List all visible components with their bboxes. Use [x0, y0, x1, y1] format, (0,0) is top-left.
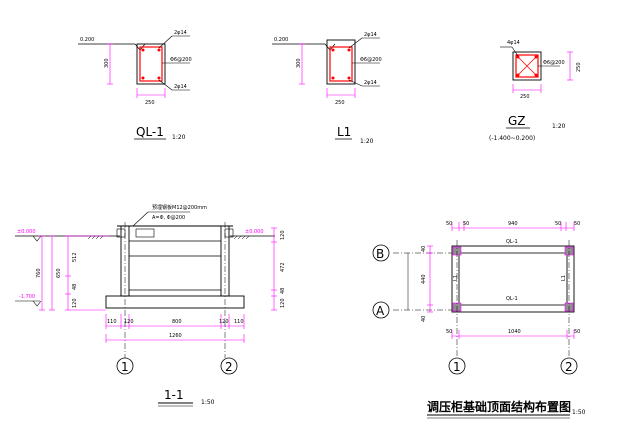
section-label: 1-1 [164, 388, 184, 402]
l1-stirrup: Φ6@200 [360, 57, 382, 63]
section-note-line2: A=Φ, Φ@200 [152, 215, 185, 221]
gz-scale: 1:20 [552, 123, 566, 130]
l1-stirrup-rebar [329, 46, 353, 82]
l1-top-rebar: 2φ14 [364, 32, 377, 38]
plan-bdim-a: 50 [446, 329, 452, 335]
section-axis-2: 2 [225, 360, 233, 374]
plan-ldim-a: 40 [421, 246, 427, 252]
l1-bottom-rebar: 2φ14 [364, 80, 377, 86]
plan-beam-top: QL-1 [506, 239, 518, 245]
l1-detail: 0.200 2φ14 Φ6@200 2φ14 300 250 L1 1:20 [272, 32, 382, 145]
ql1-width: 250 [145, 100, 155, 106]
ql1-stirrup-rebar [139, 46, 163, 82]
gz-label: GZ [508, 114, 526, 128]
ql1-bottom-rebar: 2φ14 [174, 84, 187, 90]
gz-height: 250 [576, 62, 582, 72]
ql1-label: QL-1 [136, 125, 164, 139]
l1-height: 300 [296, 58, 302, 68]
ql1-height: 300 [104, 58, 110, 68]
plan-tdim-d: 50 [555, 221, 561, 227]
gz-stirrup: Φ6@200 [543, 60, 565, 66]
section-dim-gap: 48 [72, 284, 78, 290]
plan-tdim-e: 50 [574, 221, 580, 227]
section-axis-1: 1 [121, 360, 129, 374]
section-bdim-c: 800 [172, 319, 182, 325]
plan-ldim-c: 40 [421, 316, 427, 322]
plan-beam-bottom: QL-1 [506, 296, 518, 302]
plan-axis-b: B [376, 247, 384, 261]
section-dim-mid: 512 [72, 252, 78, 262]
ql1-stirrup: Φ6@200 [170, 57, 192, 63]
l1-label: L1 [337, 125, 351, 139]
section-bdim-total: 1260 [169, 333, 182, 339]
section-rdim-top: 120 [280, 230, 286, 240]
plan-beam-right: L1 [561, 275, 567, 281]
ql1-detail: 0.200 2φ14 Φ6@200 2φ14 300 250 QL-1 1:20 [78, 30, 192, 141]
section-bdim-d: 120 [219, 319, 229, 325]
plan-scale: 1:50 [572, 409, 586, 416]
section-rdim-base: 120 [280, 298, 286, 308]
gz-detail: 4φ14 Φ6@200 250 250 GZ 1:20 (-1.400~0.20… [489, 40, 582, 142]
plan-bdim-c: 50 [574, 329, 580, 335]
plan-tdim-c: 940 [508, 221, 518, 227]
plan-axis-1: 1 [453, 360, 461, 374]
l1-scale: 1:20 [360, 138, 374, 145]
section-scale: 1:50 [201, 399, 215, 406]
section-bdim-b: 120 [124, 319, 134, 325]
section-rdim-mid: 472 [280, 262, 286, 272]
plan-beam-left: L1 [453, 275, 459, 281]
plan-ldim-b: 440 [421, 274, 427, 284]
section-bdim-e: 110 [234, 319, 244, 325]
foundation-plan: 50 50 940 50 50 QL-1 QL-1 L1 L1 B A [372, 221, 586, 419]
ql1-scale: 1:20 [172, 134, 186, 141]
gz-range: (-1.400~0.200) [489, 135, 535, 142]
plan-axis-a: A [376, 304, 385, 318]
section-note-line1: 预埋钢板M12@200mm [152, 204, 207, 211]
section-rdim-gap: 48 [280, 288, 286, 294]
section-dim-upper: 650 [56, 268, 62, 278]
plan-bdim-b: 1040 [508, 329, 521, 335]
ql1-level: 0.200 [80, 37, 94, 43]
l1-level: 0.200 [274, 37, 288, 43]
section-1-1: ±0.000 ±0.000 -1.700 预埋钢板M12@200mm A=Φ, … [15, 204, 286, 407]
section-level-top: ±0.000 [17, 229, 36, 235]
plan-tdim-b: 50 [463, 221, 469, 227]
section-level-bottom: -1.700 [19, 294, 35, 300]
l1-width: 250 [335, 100, 345, 106]
plan-title: 调压柜基础顶面结构布置图 [427, 399, 571, 414]
section-dim-total: 760 [36, 268, 42, 278]
plan-tdim-a: 50 [446, 221, 452, 227]
gz-width: 250 [520, 94, 530, 100]
section-level-top-right: ±0.000 [245, 229, 264, 235]
plan-axis-2: 2 [565, 360, 573, 374]
ql1-top-rebar: 2φ14 [174, 30, 187, 36]
section-bdim-a: 110 [107, 319, 117, 325]
gz-rebar: 4φ14 [507, 40, 520, 46]
section-dim-base: 120 [72, 298, 78, 308]
